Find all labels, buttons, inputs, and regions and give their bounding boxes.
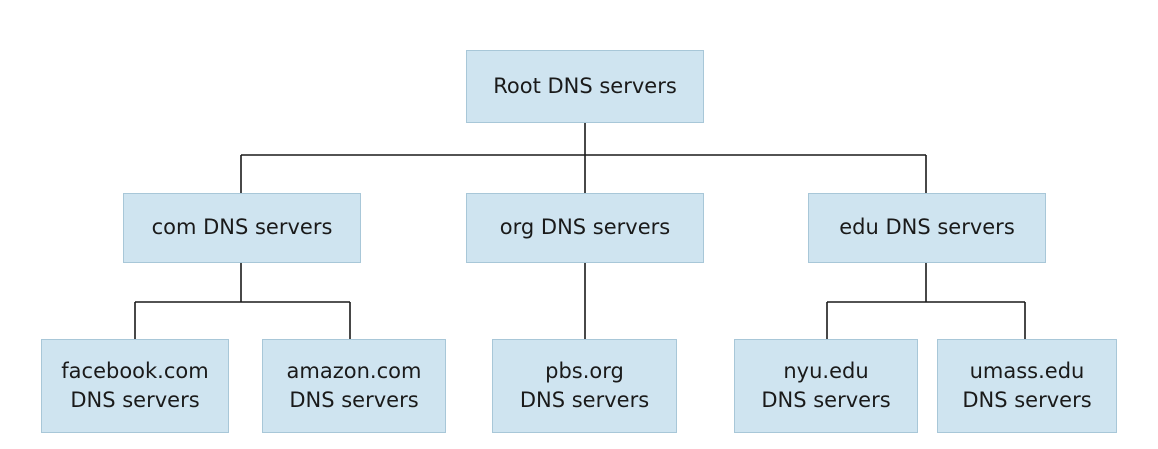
org-dns-servers-label: org DNS servers <box>499 215 671 240</box>
pbs-dns-servers-box: pbs.org DNS servers <box>492 339 677 433</box>
facebook-dns-servers-line2: DNS servers <box>70 388 200 412</box>
nyu-dns-servers-line1: nyu.edu <box>783 358 869 383</box>
nyu-dns-servers-box: nyu.edu DNS servers <box>734 339 918 433</box>
amazon-dns-servers-line1: amazon.com <box>286 358 422 383</box>
org-dns-servers-box: org DNS servers <box>466 193 704 263</box>
root-dns-servers-box: Root DNS servers <box>466 50 704 123</box>
amazon-dns-servers-line2: DNS servers <box>289 388 419 412</box>
root-dns-servers-label: Root DNS servers <box>493 73 677 98</box>
pbs-dns-servers-line1: pbs.org <box>545 358 624 383</box>
facebook-dns-servers-box: facebook.com DNS servers <box>41 339 229 433</box>
umass-dns-servers-line1: umass.edu <box>969 358 1085 383</box>
com-dns-servers-label: com DNS servers <box>151 215 333 240</box>
amazon-dns-servers-box: amazon.com DNS servers <box>262 339 446 433</box>
edu-dns-servers-label: edu DNS servers <box>839 215 1015 240</box>
edu-dns-servers-box: edu DNS servers <box>808 193 1046 263</box>
nyu-dns-servers-line2: DNS servers <box>761 388 891 412</box>
pbs-dns-servers-line2: DNS servers <box>519 388 650 412</box>
com-dns-servers-box: com DNS servers <box>123 193 361 263</box>
umass-dns-servers-box: umass.edu DNS servers <box>937 339 1117 433</box>
umass-dns-servers-line2: DNS servers <box>962 388 1092 412</box>
facebook-dns-servers-line1: facebook.com <box>61 358 209 383</box>
